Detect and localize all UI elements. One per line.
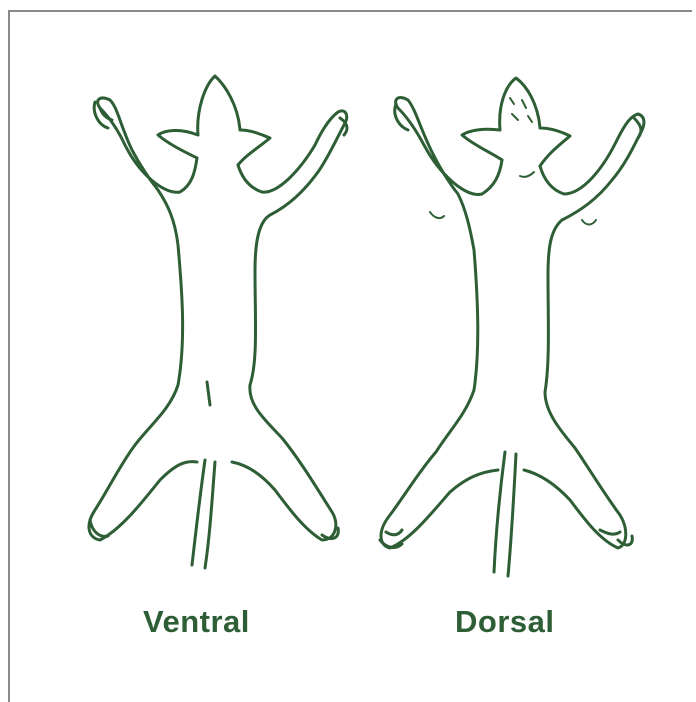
dorsal-specimen-outline bbox=[380, 78, 644, 576]
ventral-label: Ventral bbox=[143, 604, 250, 640]
ventral-specimen-outline bbox=[89, 76, 347, 568]
dorsal-label: Dorsal bbox=[455, 604, 554, 640]
